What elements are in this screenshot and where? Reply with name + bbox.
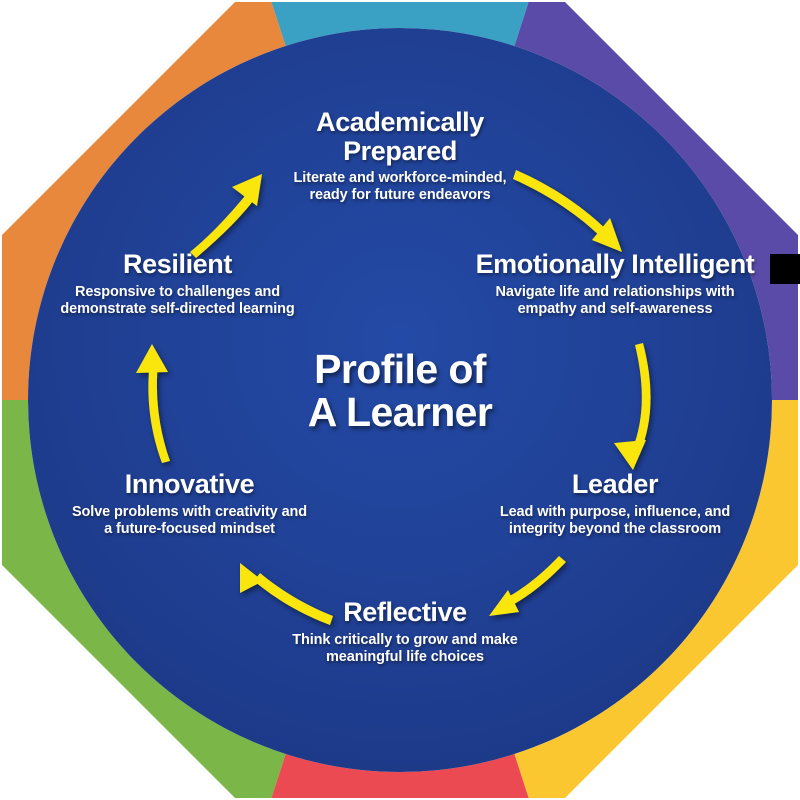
node-desc-innovative-line2: a future-focused mindset — [104, 520, 275, 537]
node-title-academically-prepared-line2: Prepared — [343, 135, 457, 166]
node-title-reflective: Reflective — [343, 597, 467, 627]
node-desc-leader-line1: Lead with purpose, influence, and — [499, 503, 731, 520]
arrow-leader-to-reflective — [489, 556, 566, 616]
cycle-arrows — [136, 170, 651, 625]
node-desc-reflective-line1: Think critically to grow and make — [292, 631, 518, 648]
node-innovative: Innovative Solve problems with creativit… — [32, 470, 347, 538]
node-desc-academically-prepared-line2: ready for future endeavors — [309, 187, 491, 204]
node-desc-academically-prepared-line1: Literate and workforce-minded, — [293, 170, 507, 187]
node-desc-innovative-line1: Solve problems with creativity and — [71, 503, 308, 520]
node-desc-emotionally-intelligent-line1: Navigate life and relationships with — [495, 283, 735, 300]
center-title-line2: A Learner — [307, 389, 493, 436]
arrow-reflective-to-innovative — [240, 563, 333, 625]
node-leader: Leader Lead with purpose, influence, and… — [455, 470, 775, 538]
node-academically-prepared: Academically Prepared Literate and workf… — [230, 108, 570, 204]
node-desc-resilient-line1: Responsive to challenges and — [74, 283, 281, 300]
page-title: Profile of A Learner — [250, 346, 550, 436]
node-desc-resilient-line2: demonstrate self-directed learning — [60, 300, 295, 317]
black-notch-marker — [770, 254, 800, 284]
node-desc-leader-line2: integrity beyond the classroom — [508, 520, 722, 537]
node-emotionally-intelligent: Emotionally Intelligent Navigate life an… — [445, 250, 785, 318]
center-title-line1: Profile of — [314, 346, 486, 392]
node-desc-emotionally-intelligent-line2: empathy and self-awareness — [517, 300, 713, 317]
node-reflective: Reflective Think critically to grow and … — [255, 598, 555, 666]
node-title-academically-prepared-line1: Academically — [316, 107, 484, 137]
node-desc-reflective-line2: meaningful life choices — [325, 648, 485, 665]
arrow-resilient-to-academically — [190, 174, 262, 258]
node-title-emotionally-intelligent: Emotionally Intelligent — [475, 249, 755, 279]
arrow-innovative-to-resilient — [136, 344, 170, 463]
node-title-leader: Leader — [571, 469, 659, 499]
node-resilient: Resilient Responsive to challenges and d… — [20, 250, 335, 318]
arrow-academically-to-emotionally — [513, 170, 622, 252]
arrow-emotionally-to-leader — [614, 343, 651, 470]
node-title-innovative: Innovative — [124, 469, 255, 499]
node-title-resilient: Resilient — [123, 249, 232, 279]
